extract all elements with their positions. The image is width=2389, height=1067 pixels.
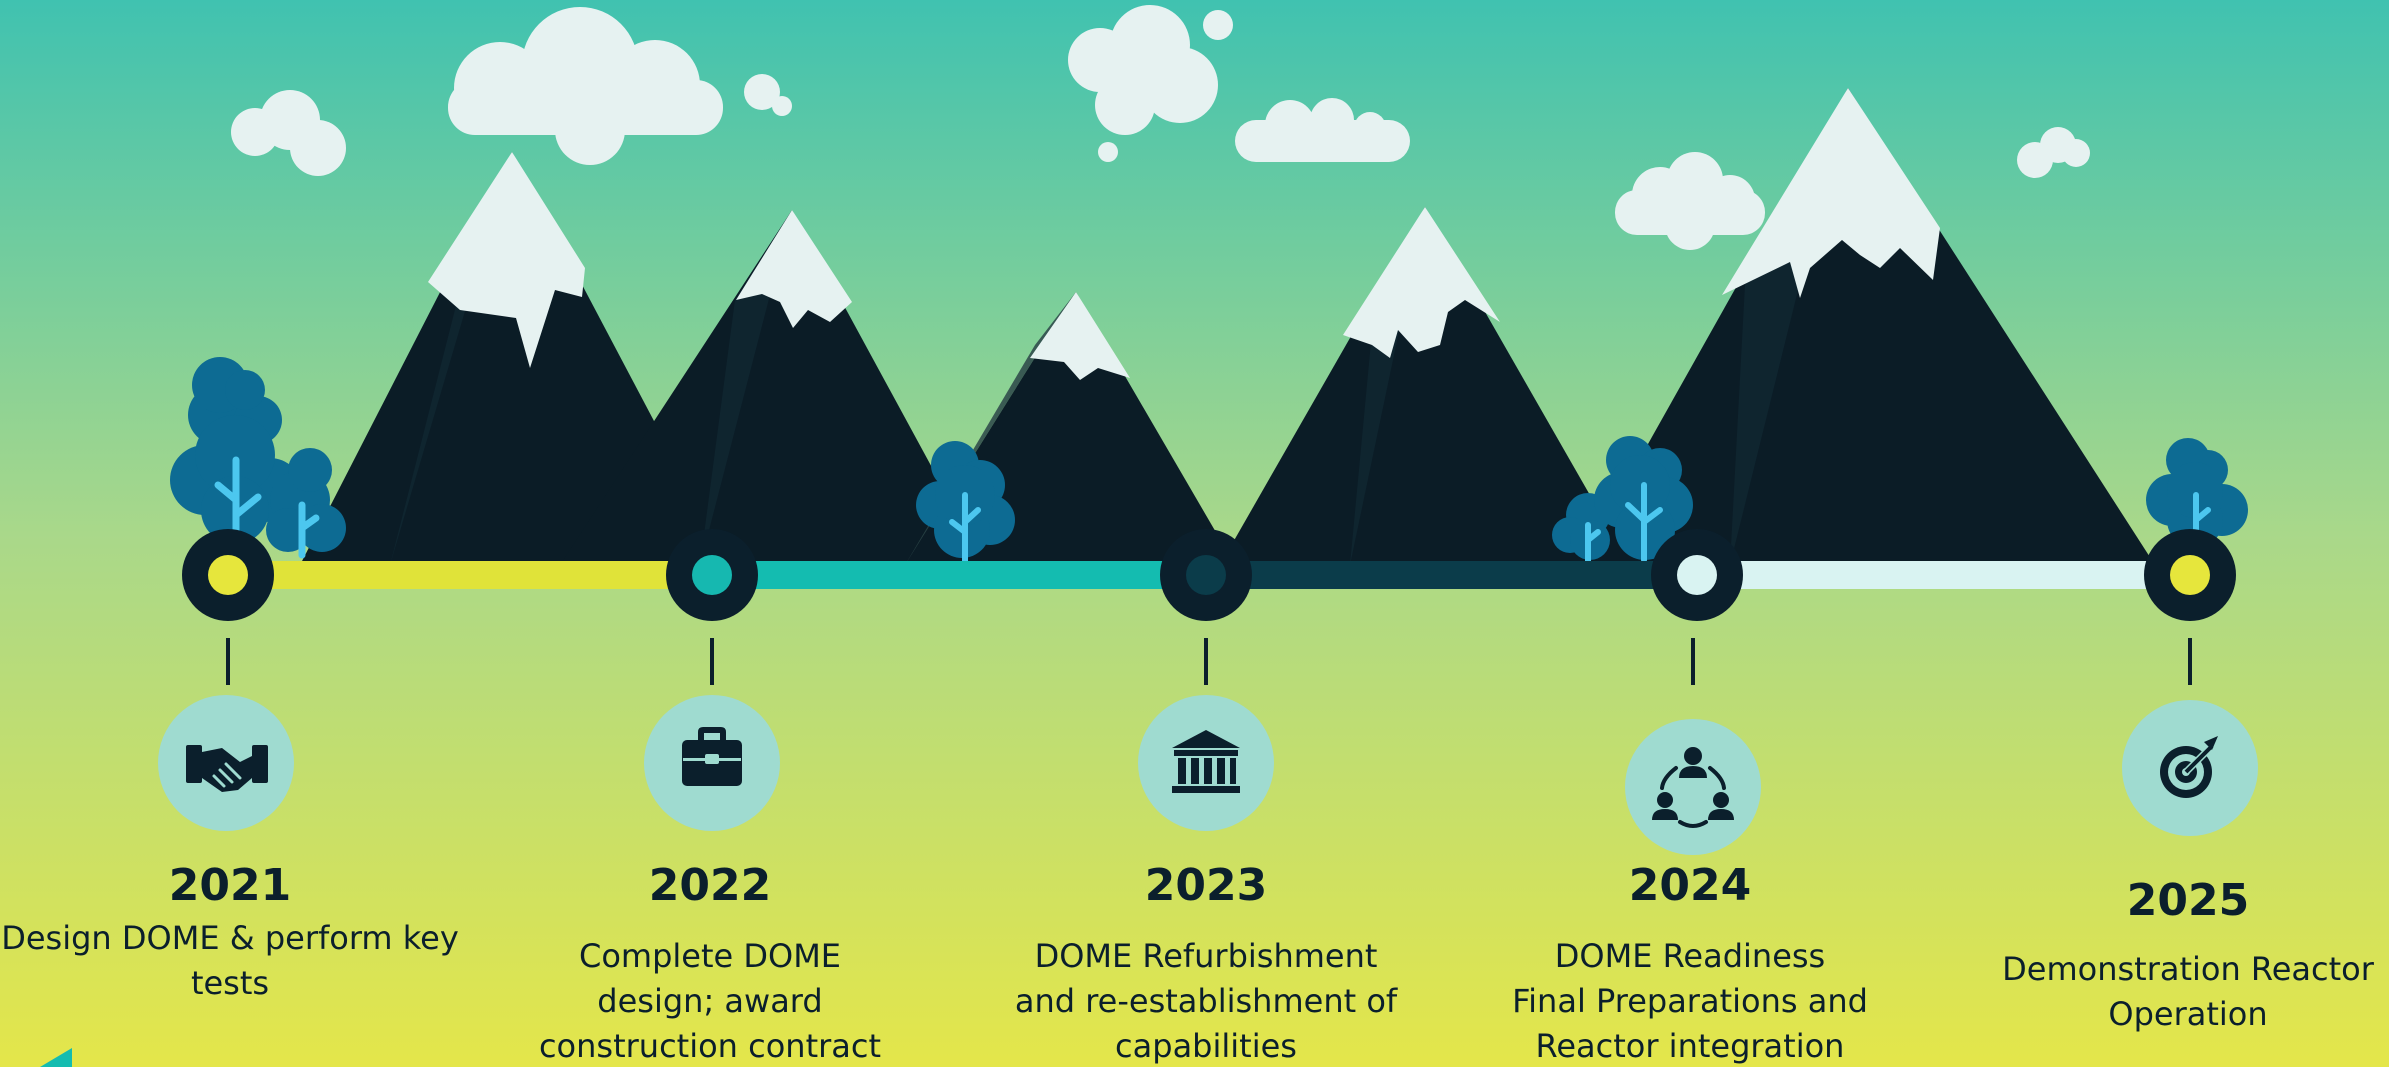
mountain <box>1220 207 1630 565</box>
milestone-description: Complete DOME design; award construction… <box>538 937 882 1065</box>
cloud <box>1068 5 1233 162</box>
milestone-node-2023 <box>1160 529 1252 621</box>
milestone-description: DOME Readiness Final Preparations and Re… <box>1512 937 1868 1065</box>
milestone-year: 2024 <box>1628 860 1752 911</box>
milestone-2021: 2021 Design DOME & perform key tests <box>0 860 470 1006</box>
milestone-description: Design DOME & perform key tests <box>1 919 459 1002</box>
tree <box>170 357 346 559</box>
milestone-year: 2022 <box>648 860 772 911</box>
building-icon <box>1138 695 1274 831</box>
milestone-node-2025 <box>2144 529 2236 621</box>
team-icon <box>1625 719 1761 855</box>
target-icon <box>2122 700 2258 836</box>
mountain <box>560 210 985 565</box>
milestone-2023: 2023 DOME Refurbishment and re-establish… <box>966 860 1446 1067</box>
tree <box>1552 436 1693 565</box>
milestone-year: 2021 <box>168 860 292 911</box>
milestone-2025: 2025 Demonstration Reactor Operation <box>1948 875 2389 1037</box>
handshake-icon <box>158 695 294 831</box>
milestone-node-2024 <box>1651 529 1743 621</box>
cloud <box>231 90 346 176</box>
tree <box>2146 438 2248 548</box>
milestone-2024: 2024 DOME Readiness Final Preparations a… <box>1450 860 1930 1067</box>
milestone-year: 2025 <box>2126 875 2250 926</box>
milestone-year: 2023 <box>1144 860 1268 911</box>
milestone-node-2022 <box>666 529 758 621</box>
tree <box>916 441 1015 565</box>
briefcase-icon <box>644 695 780 831</box>
corner-decoration <box>40 1048 72 1067</box>
mountain <box>1580 88 2155 565</box>
milestone-description: Demonstration Reactor Operation <box>2002 950 2374 1033</box>
milestone-node-2021 <box>182 529 274 621</box>
cloud <box>1615 152 1765 250</box>
milestone-description: DOME Refurbishment and re-establishment … <box>1014 937 1398 1065</box>
cloud <box>1235 98 1410 162</box>
cloud <box>448 7 723 165</box>
cloud <box>2017 127 2090 178</box>
connector-lines <box>226 638 2192 685</box>
mountain <box>300 152 730 565</box>
milestone-2022: 2022 Complete DOME design; award constru… <box>470 860 950 1067</box>
cloud <box>744 74 792 116</box>
